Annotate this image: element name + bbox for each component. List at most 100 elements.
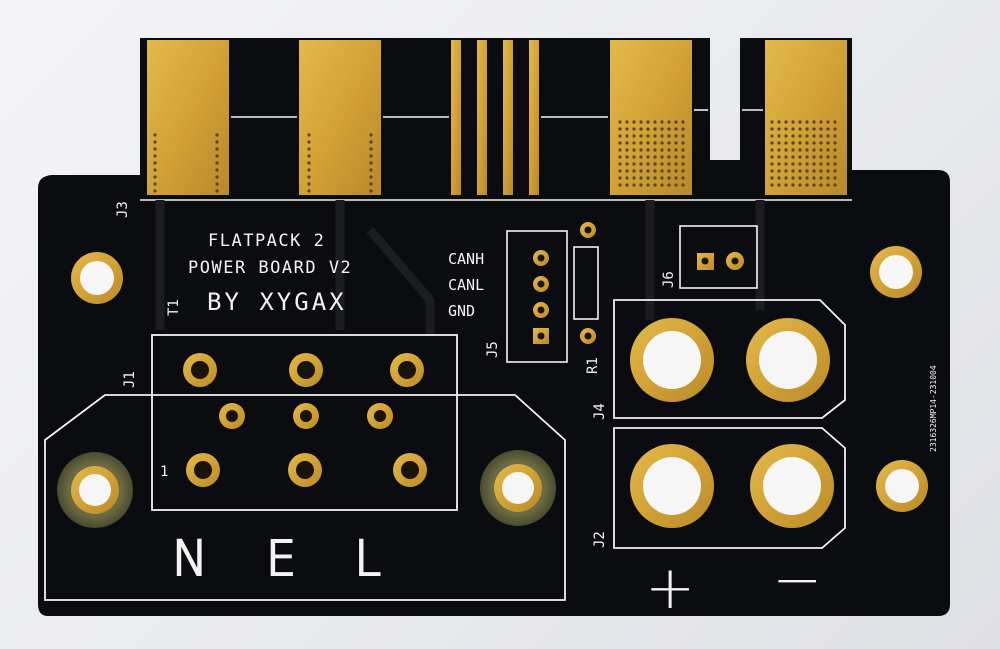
via-dot [812, 127, 816, 131]
j1-pins [183, 353, 427, 487]
via-dot [784, 120, 788, 124]
via-dot [153, 175, 157, 179]
via-dot [805, 155, 809, 159]
via-dot [653, 169, 657, 173]
designator-j4: J4 [592, 403, 608, 420]
via-dot [770, 155, 774, 159]
via-dot [618, 127, 622, 131]
via-dot [770, 120, 774, 124]
via-dot [784, 162, 788, 166]
power-terminals [630, 318, 834, 528]
via-dot [632, 169, 636, 173]
designator-j2: J2 [592, 531, 608, 548]
via-dot [770, 141, 774, 145]
via-dot [681, 120, 685, 124]
via-dot [625, 183, 629, 187]
via-dot [646, 162, 650, 166]
via-dot [819, 162, 823, 166]
designator-j6: J6 [661, 271, 677, 288]
via-dot [826, 148, 830, 152]
via-dot [660, 169, 664, 173]
via-dot [805, 120, 809, 124]
via-dot [646, 183, 650, 187]
via-dot [660, 148, 664, 152]
via-dot [307, 168, 311, 172]
via-dot [812, 183, 816, 187]
via-dot [153, 161, 157, 165]
via-dot [784, 134, 788, 138]
j2-outline [613, 427, 846, 549]
via-dot [833, 148, 837, 152]
via-dot [826, 176, 830, 180]
via-dot [153, 147, 157, 151]
via-dot [681, 155, 685, 159]
minus-symbol: − [772, 545, 822, 615]
via-dot [660, 162, 664, 166]
via-dot [639, 120, 643, 124]
via-dot [798, 141, 802, 145]
via-dot [826, 141, 830, 145]
via-dot [784, 155, 788, 159]
via-dot [369, 168, 373, 172]
via-dot [805, 127, 809, 131]
plus-symbol: + [645, 553, 695, 623]
via-dot [625, 134, 629, 138]
via-dot [307, 175, 311, 179]
designator-j3: J3 [115, 201, 131, 218]
via-dot [826, 127, 830, 131]
via-dot [625, 148, 629, 152]
via-dot [646, 141, 650, 145]
via-dot [770, 183, 774, 187]
via-dot [625, 155, 629, 159]
via-dot [660, 155, 664, 159]
via-dot [618, 134, 622, 138]
via-dot [805, 183, 809, 187]
via-dot [674, 141, 678, 145]
via-dot [639, 148, 643, 152]
via-dot [805, 148, 809, 152]
gold-finger [477, 40, 487, 195]
via-dot [798, 148, 802, 152]
via-dot [681, 127, 685, 131]
via-dot [805, 134, 809, 138]
mounting-holes [57, 246, 928, 528]
via-dot [770, 176, 774, 180]
signal-label-canl: CANL [448, 276, 484, 294]
via-dot [798, 127, 802, 131]
via-dot [667, 162, 671, 166]
via-dot [826, 155, 830, 159]
brand-label: NEL [172, 531, 439, 587]
via-dot [805, 176, 809, 180]
via-dot [784, 148, 788, 152]
via-dot [632, 155, 636, 159]
via-dot [653, 148, 657, 152]
via-dot [153, 140, 157, 144]
via-dot [819, 127, 823, 131]
via-dot [674, 155, 678, 159]
batch-code: 2316326MP14-231004 [929, 365, 938, 452]
via-dot [833, 120, 837, 124]
via-dot [667, 169, 671, 173]
via-dot [819, 120, 823, 124]
via-dot [667, 141, 671, 145]
via-dot [674, 162, 678, 166]
via-dot [770, 169, 774, 173]
gold-finger [529, 40, 539, 195]
via-dot [777, 141, 781, 145]
pcb-board [38, 38, 950, 616]
board-title-line1: FLATPACK 2 [208, 231, 325, 251]
via-dot [681, 183, 685, 187]
via-dot [819, 176, 823, 180]
via-dot [681, 141, 685, 145]
via-dot [819, 155, 823, 159]
via-dot [618, 141, 622, 145]
via-dot [646, 148, 650, 152]
via-dot [307, 189, 311, 193]
via-dot [819, 169, 823, 173]
via-dot [784, 176, 788, 180]
via-array [153, 120, 837, 193]
via-dot [812, 162, 816, 166]
via-dot [625, 127, 629, 131]
signal-label-canh: CANH [448, 250, 484, 268]
r1-outline [573, 246, 599, 320]
